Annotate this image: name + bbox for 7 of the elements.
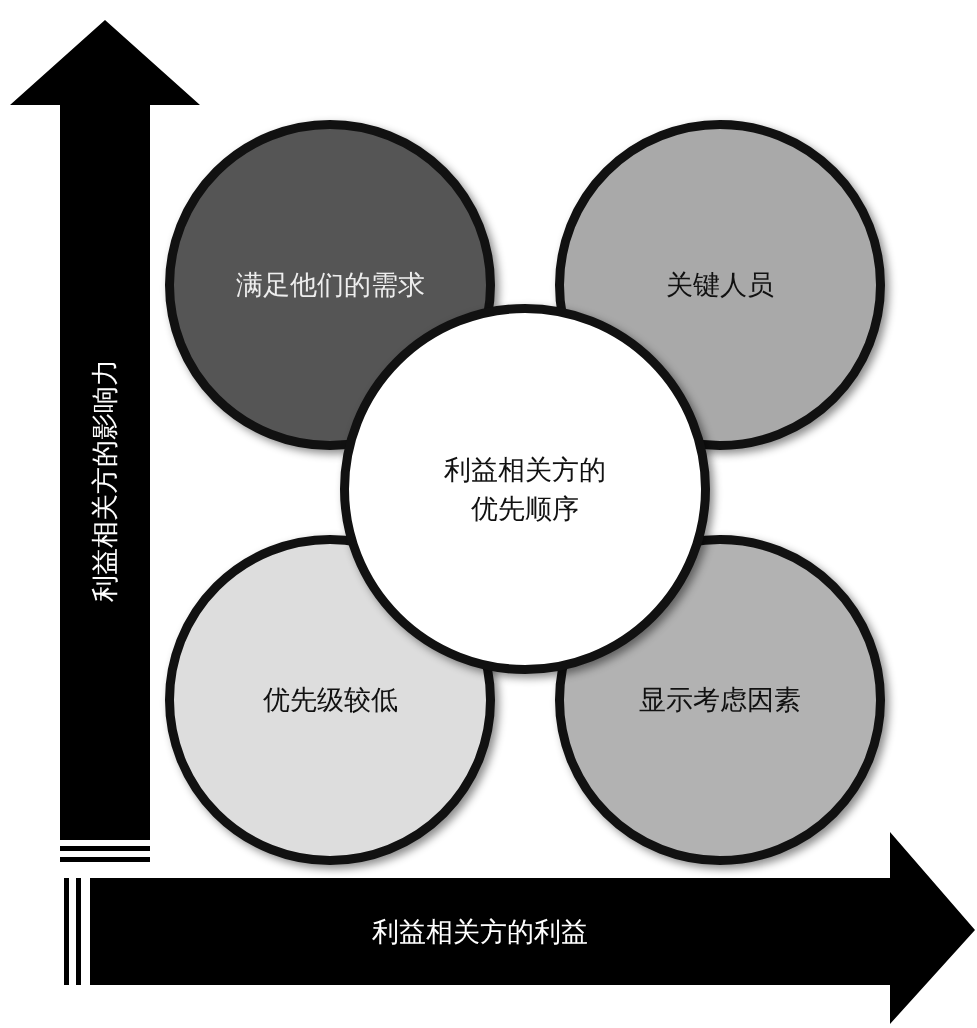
axis-label: 利益相关方的利益 [372, 915, 588, 949]
axis-label: 利益相关方的影响力 [88, 358, 121, 602]
circle-label: 关键人员 [666, 268, 774, 303]
circle-label: 优先级较低 [262, 683, 398, 718]
circle-label: 满足他们的需求 [235, 268, 425, 303]
circle-label: 利益相关方的优先顺序 [443, 452, 607, 526]
circle-label: 显示考虑因素 [639, 683, 801, 718]
